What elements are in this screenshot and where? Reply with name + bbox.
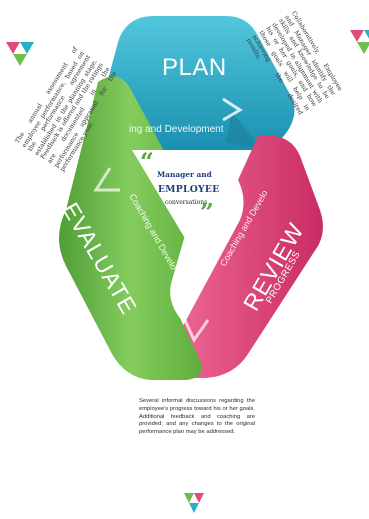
- plan-title: PLAN: [162, 54, 227, 81]
- plan-band-fold: [226, 112, 262, 150]
- triangle-marker-icon: [184, 493, 204, 513]
- plan-subtitle: ing and Development: [129, 124, 224, 135]
- triangle-marker-icon: [6, 42, 34, 66]
- center-line-2: EMPLOYEE: [158, 184, 220, 195]
- evaluate-band: [59, 76, 202, 380]
- center-line-1: Manager and: [157, 170, 212, 179]
- open-quote: “: [140, 147, 154, 176]
- center-line-3: conversations: [165, 199, 208, 206]
- triangle-marker-icon: [350, 30, 369, 54]
- plan-arrow-icon: [222, 97, 243, 122]
- close-quote: ”: [200, 198, 214, 227]
- review-arrow-icon: [182, 317, 210, 344]
- evaluate-arrow-icon: [93, 167, 120, 192]
- center-area: [132, 150, 240, 240]
- review-band: [166, 135, 323, 378]
- review-description: Several informal discussions regarding t…: [139, 398, 255, 436]
